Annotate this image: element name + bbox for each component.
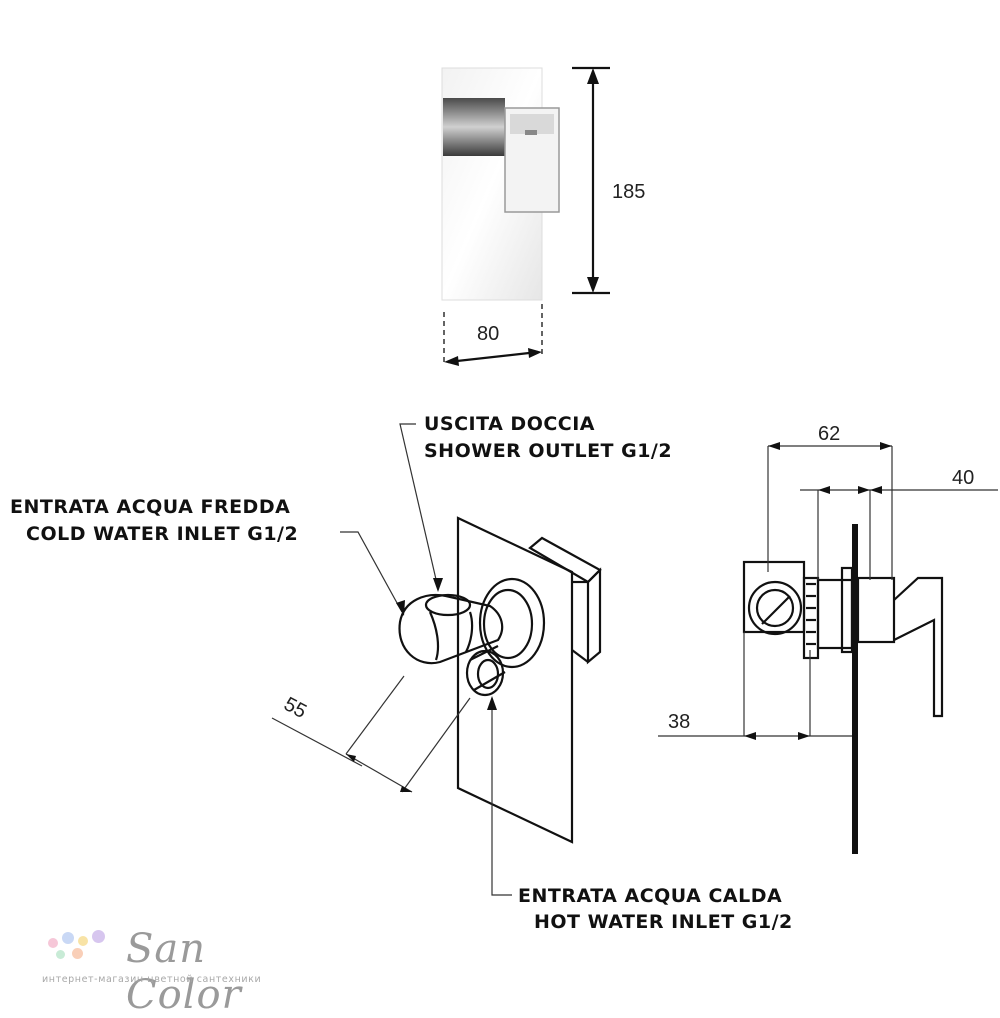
logo-dot	[92, 930, 105, 943]
logo-dot	[72, 948, 83, 959]
dimension-185-label: 185	[612, 181, 645, 203]
dimension-80-label: 80	[477, 323, 499, 345]
side-cover-plate	[852, 524, 858, 854]
iso-shower-outlet	[424, 593, 472, 617]
handle-logo-mark	[525, 130, 537, 135]
dimension-width	[443, 304, 543, 366]
iso-handle-side	[586, 567, 602, 665]
shower-outlet-label-it: USCITA DOCCIA	[424, 413, 595, 435]
dimension-offset	[271, 675, 471, 793]
callout-leaders	[340, 423, 512, 896]
cold-inlet-label-en: COLD WATER INLET G1/2	[26, 523, 298, 545]
hot-inlet-label-it: ENTRATA ACQUA CALDA	[518, 885, 782, 907]
sancolor-logo: San Color интернет-магазин цветной санте…	[42, 926, 306, 1018]
dimension-height	[572, 66, 610, 295]
isometric-view	[398, 516, 602, 844]
hot-inlet-label-en: HOT WATER INLET G1/2	[534, 911, 793, 933]
dimension-62-label: 62	[818, 423, 840, 445]
iso-cover-plate	[456, 516, 574, 844]
iso-handle-top	[528, 536, 602, 584]
cold-inlet-label-it: ENTRATA ACQUA FREDDA	[10, 496, 290, 518]
side-view	[742, 524, 944, 854]
handle-body	[443, 98, 505, 156]
side-outlet-circle	[747, 580, 803, 636]
shower-outlet-label-en: SHOWER OUTLET G1/2	[424, 440, 672, 462]
logo-dot	[56, 950, 65, 959]
logo-dot	[48, 938, 58, 948]
logo-tagline: интернет-магазин цветной сантехники	[42, 974, 262, 985]
dimension-38	[658, 632, 852, 740]
side-handle-lever	[893, 576, 944, 718]
product-front-view	[441, 67, 560, 301]
handle-lever-face	[510, 114, 554, 134]
logo-dot	[78, 936, 88, 946]
logo-dot	[62, 932, 74, 944]
dimension-55-label: 55	[280, 693, 310, 723]
dimension-40-label: 40	[952, 467, 974, 489]
dimension-62	[767, 442, 893, 580]
dimension-38-label: 38	[668, 711, 690, 733]
logo-wordmark: San Color	[126, 926, 242, 1018]
iso-valve-ring	[478, 577, 546, 669]
dimension-40	[800, 486, 998, 580]
